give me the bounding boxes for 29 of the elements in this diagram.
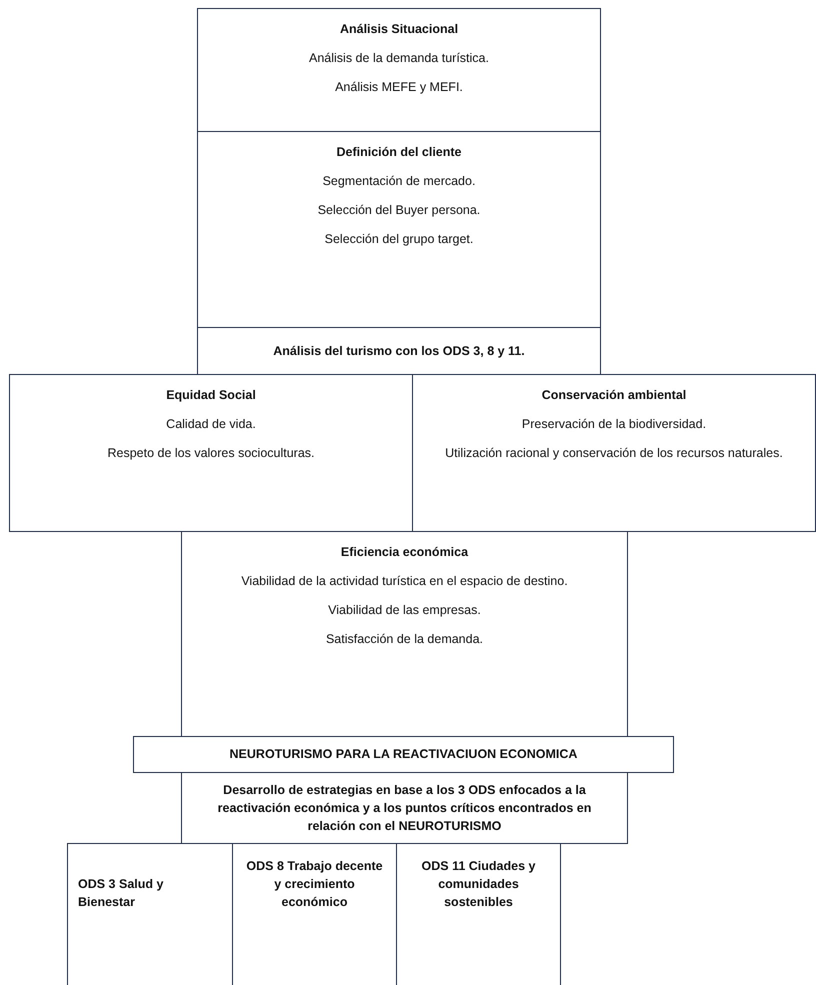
box-title: ODS 8 Trabajo decente y crecimiento económico bbox=[245, 858, 384, 912]
box-item: Segmentación de mercado. bbox=[322, 173, 476, 190]
box-item: Viabilidad de la actividad turística en el espacio de destino. bbox=[241, 573, 568, 590]
box-item: Selección del Buyer persona. bbox=[318, 202, 480, 220]
box-heading: Equidad Social bbox=[166, 387, 256, 404]
text-box bbox=[181, 772, 628, 844]
box-item: Preservación de la biodiversidad. bbox=[522, 416, 706, 434]
text-box bbox=[197, 131, 601, 328]
text-box bbox=[181, 531, 628, 737]
box-heading: Análisis Situacional bbox=[340, 21, 458, 38]
box-heading: Eficiencia económica bbox=[340, 544, 468, 561]
text-box bbox=[133, 736, 674, 773]
box-title: ODS 3 Salud y Bienestar bbox=[78, 876, 164, 912]
box-item: Utilización racional y conservación de los recursos naturales. bbox=[445, 445, 783, 462]
box-item: Selección del grupo target. bbox=[324, 231, 474, 248]
box-heading: Conservación ambiental bbox=[542, 387, 686, 404]
box-title: NEUROTURISMO PARA LA REACTIVACIUON ECONOMICA bbox=[230, 746, 578, 764]
text-box bbox=[197, 8, 601, 132]
box-item: Análisis de la demanda turística. bbox=[309, 50, 489, 68]
box-heading: Definición del cliente bbox=[336, 144, 462, 161]
box-title: Desarrollo de estrategias en base a los 3 ODS enfocados a la reactivación económica y a los puntos críticos encontrados en relación con el NEUROTURISMO bbox=[216, 782, 592, 836]
box-item: Calidad de vida. bbox=[166, 416, 256, 434]
box-item: Viabilidad de las empresas. bbox=[328, 602, 481, 620]
box-item: Satisfacción de la demanda. bbox=[326, 631, 484, 648]
box-item: Análisis MEFE y MEFI. bbox=[335, 79, 463, 96]
box-title: Análisis del turismo con los ODS 3, 8 y 11. bbox=[273, 342, 525, 360]
box-title: ODS 11 Ciudades y comunidades sostenibles bbox=[420, 858, 536, 912]
box-item: Respeto de los valores socioculturas. bbox=[107, 445, 315, 462]
text-box bbox=[197, 327, 601, 375]
